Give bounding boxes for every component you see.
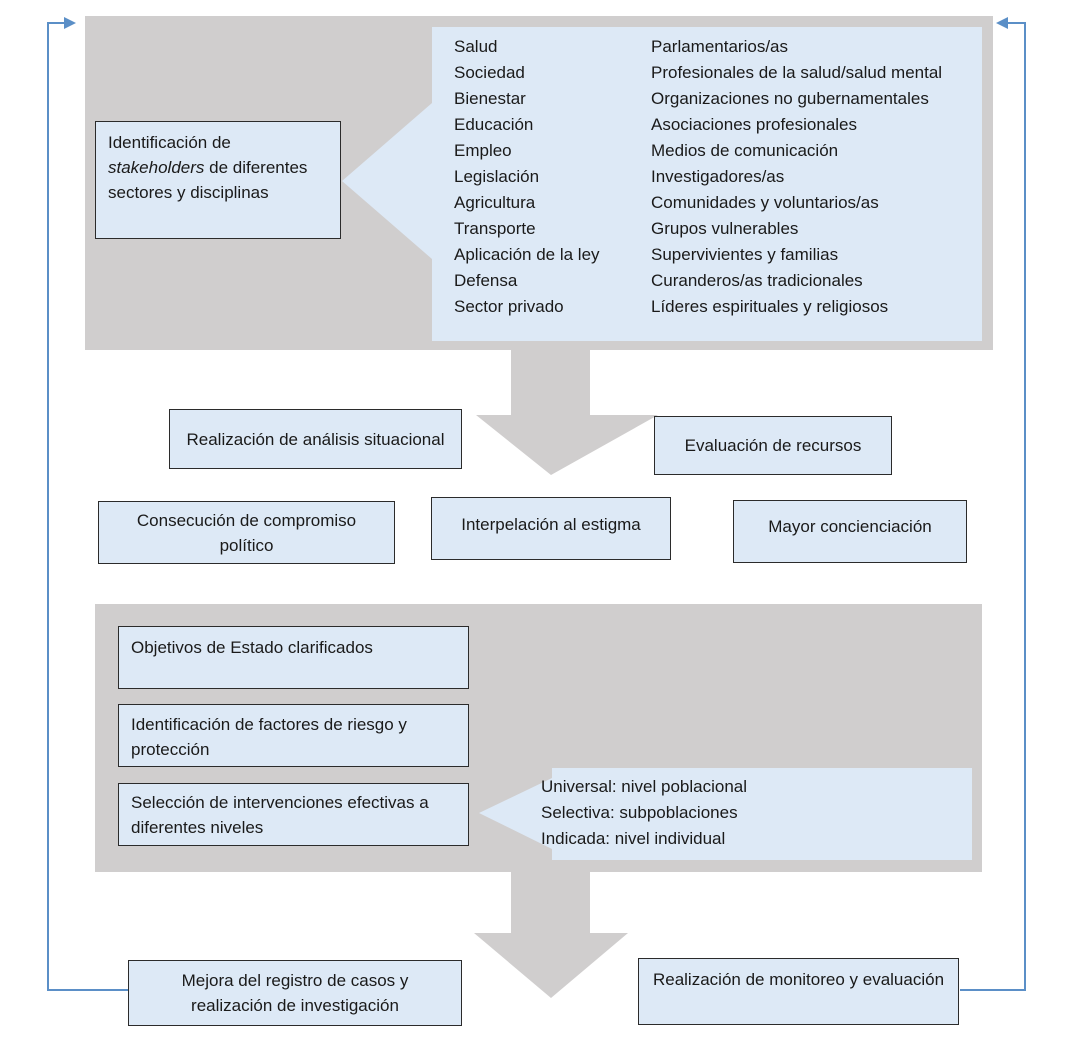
actor-item: Organizaciones no gubernamentales bbox=[651, 89, 929, 108]
monitoring-label: Realización de monitoreo y evaluación bbox=[652, 970, 945, 989]
level-item: Indicada: nivel individual bbox=[541, 829, 726, 848]
monitoring-box: Realización de monitoreo y evaluación bbox=[638, 958, 959, 1025]
sector-item: Aplicación de la ley bbox=[454, 245, 600, 264]
levels-callout: Universal: nivel poblacional Selectiva: … bbox=[541, 774, 747, 852]
actor-item: Supervivientes y familias bbox=[651, 245, 839, 264]
stakeholder-identification-box: Identificación de stakeholders de difere… bbox=[95, 121, 341, 239]
stigma-label: Interpelación al estigma bbox=[461, 515, 641, 534]
stakeholder-callout: Salud Sociedad Bienestar Educación Emple… bbox=[432, 34, 982, 334]
sector-item: Educación bbox=[454, 115, 534, 134]
down-arrow-bottom bbox=[474, 872, 628, 998]
objectives-box: Objetivos de Estado clarificados bbox=[118, 626, 469, 689]
actor-item: Profesionales de la salud/salud mental bbox=[651, 63, 943, 82]
right-feedback-line bbox=[960, 22, 1026, 991]
stakeholders-term: stakeholders bbox=[108, 158, 205, 177]
political-commitment-box: Consecución de compromiso político bbox=[98, 501, 395, 564]
objectives-label: Objetivos de Estado clarificados bbox=[131, 638, 373, 657]
sector-item: Bienestar bbox=[454, 89, 526, 108]
registry-box: Mejora del registro de casos y realizaci… bbox=[128, 960, 462, 1026]
down-arrow-top bbox=[476, 350, 658, 475]
awareness-label: Mayor concienciación bbox=[768, 517, 932, 536]
actor-item: Parlamentarios/as bbox=[651, 37, 789, 56]
risk-factors-box: Identificación de factores de riesgo y p… bbox=[118, 704, 469, 767]
right-feedback-arrowhead bbox=[996, 17, 1008, 29]
awareness-box: Mayor concienciación bbox=[733, 500, 967, 563]
actor-item: Grupos vulnerables bbox=[651, 219, 799, 238]
actor-item: Líderes espirituales y religiosos bbox=[651, 297, 889, 316]
sector-item: Salud bbox=[454, 37, 498, 56]
sector-item: Legislación bbox=[454, 167, 540, 186]
actor-list: Parlamentarios/as Profesionales de la sa… bbox=[651, 34, 942, 320]
left-feedback-line bbox=[47, 22, 128, 991]
sector-list: Salud Sociedad Bienestar Educación Emple… bbox=[454, 34, 600, 320]
actor-item: Investigadores/as bbox=[651, 167, 785, 186]
level-item: Universal: nivel poblacional bbox=[541, 777, 748, 796]
interventions-label: Selección de intervenciones efectivas a … bbox=[131, 793, 429, 837]
sector-item: Transporte bbox=[454, 219, 536, 238]
sector-item: Agricultura bbox=[454, 193, 536, 212]
situational-analysis-label: Realización de análisis situacional bbox=[186, 429, 445, 449]
sector-item: Empleo bbox=[454, 141, 512, 160]
interventions-box: Selección de intervenciones efectivas a … bbox=[118, 783, 469, 846]
sector-item: Sociedad bbox=[454, 63, 525, 82]
risk-factors-label: Identificación de factores de riesgo y p… bbox=[131, 715, 407, 759]
political-commitment-label: Consecución de compromiso político bbox=[136, 510, 357, 555]
left-feedback-arrowhead bbox=[64, 17, 76, 29]
resource-evaluation-label: Evaluación de recursos bbox=[684, 436, 862, 455]
actor-item: Comunidades y voluntarios/as bbox=[651, 193, 879, 212]
actor-item: Medios de comunicación bbox=[651, 141, 839, 160]
identification-line-2: stakeholders de diferentes bbox=[108, 155, 328, 180]
identification-line-3: sectores y disciplinas bbox=[108, 183, 269, 202]
situational-analysis-box: Realización de análisis situacional bbox=[169, 409, 462, 469]
actor-item: Curanderos/as tradicionales bbox=[651, 271, 863, 290]
stigma-box: Interpelación al estigma bbox=[431, 497, 671, 560]
level-item: Selectiva: subpoblaciones bbox=[541, 803, 738, 822]
identification-line-1: Identificación de bbox=[108, 133, 231, 152]
sector-item: Sector privado bbox=[454, 297, 564, 316]
registry-label: Mejora del registro de casos y realizaci… bbox=[181, 971, 409, 1015]
actor-item: Asociaciones profesionales bbox=[651, 115, 858, 134]
identification-line-2-rest: de diferentes bbox=[204, 158, 308, 177]
resource-evaluation-box: Evaluación de recursos bbox=[654, 416, 892, 475]
sector-item: Defensa bbox=[454, 271, 518, 290]
